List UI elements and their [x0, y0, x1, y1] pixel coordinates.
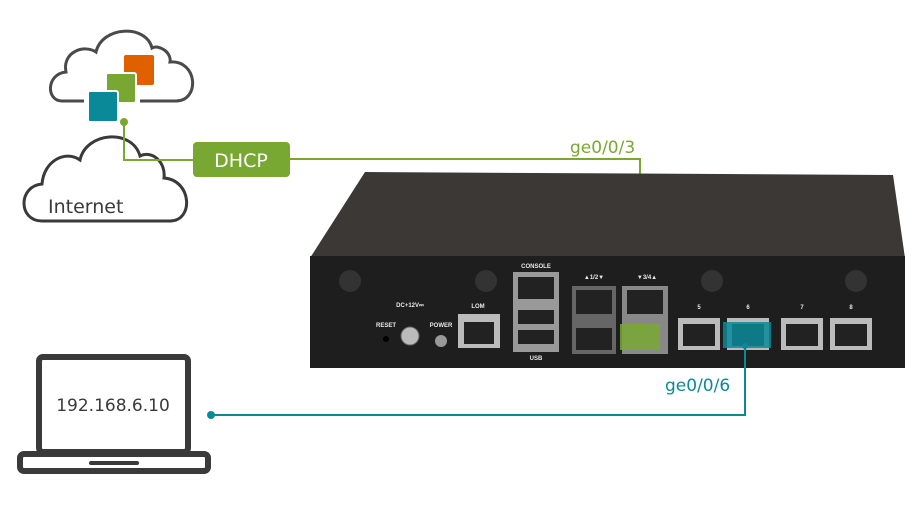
usb-label: USB [530, 356, 543, 362]
port-6-label: 6 [746, 305, 750, 311]
lan-connection-line [211, 346, 746, 416]
laptop-icon [17, 354, 211, 474]
reset-button[interactable] [383, 336, 389, 342]
internet-label: Internet [48, 196, 123, 218]
port-ge006-highlight [723, 322, 771, 348]
reset-label: RESET [376, 323, 396, 329]
cloud-service-icon [49, 29, 194, 103]
port-lan-label: ge0/0/6 [665, 376, 730, 396]
dc-label: DC+12V⎓ [396, 303, 424, 309]
power-label: POWER [430, 323, 453, 329]
port-5-label: 5 [697, 305, 701, 311]
dhcp-badge [193, 142, 290, 177]
console-label: CONSOLE [521, 264, 551, 270]
power-jack [400, 326, 420, 346]
logo-icon [87, 55, 154, 123]
laptop-ip-label: 192.168.6.10 [56, 396, 170, 416]
dhcp-label: DHCP [214, 150, 268, 172]
internet-cloud-icon [22, 135, 188, 223]
port-8-label: 8 [849, 305, 853, 311]
port-7-label: 7 [800, 305, 804, 311]
router-device: RESET DC+12V⎓ POWER LOM CONSOLE USB ▲1/2… [310, 172, 905, 368]
port-wan-label: ge0/0/3 [570, 138, 635, 158]
connection-dot [120, 118, 128, 126]
sfp34-label: ▼3/4▲ [637, 275, 657, 281]
power-button[interactable] [435, 335, 447, 347]
sfp12-label: ▲1/2▼ [584, 275, 604, 281]
lom-label: LOM [471, 304, 484, 310]
